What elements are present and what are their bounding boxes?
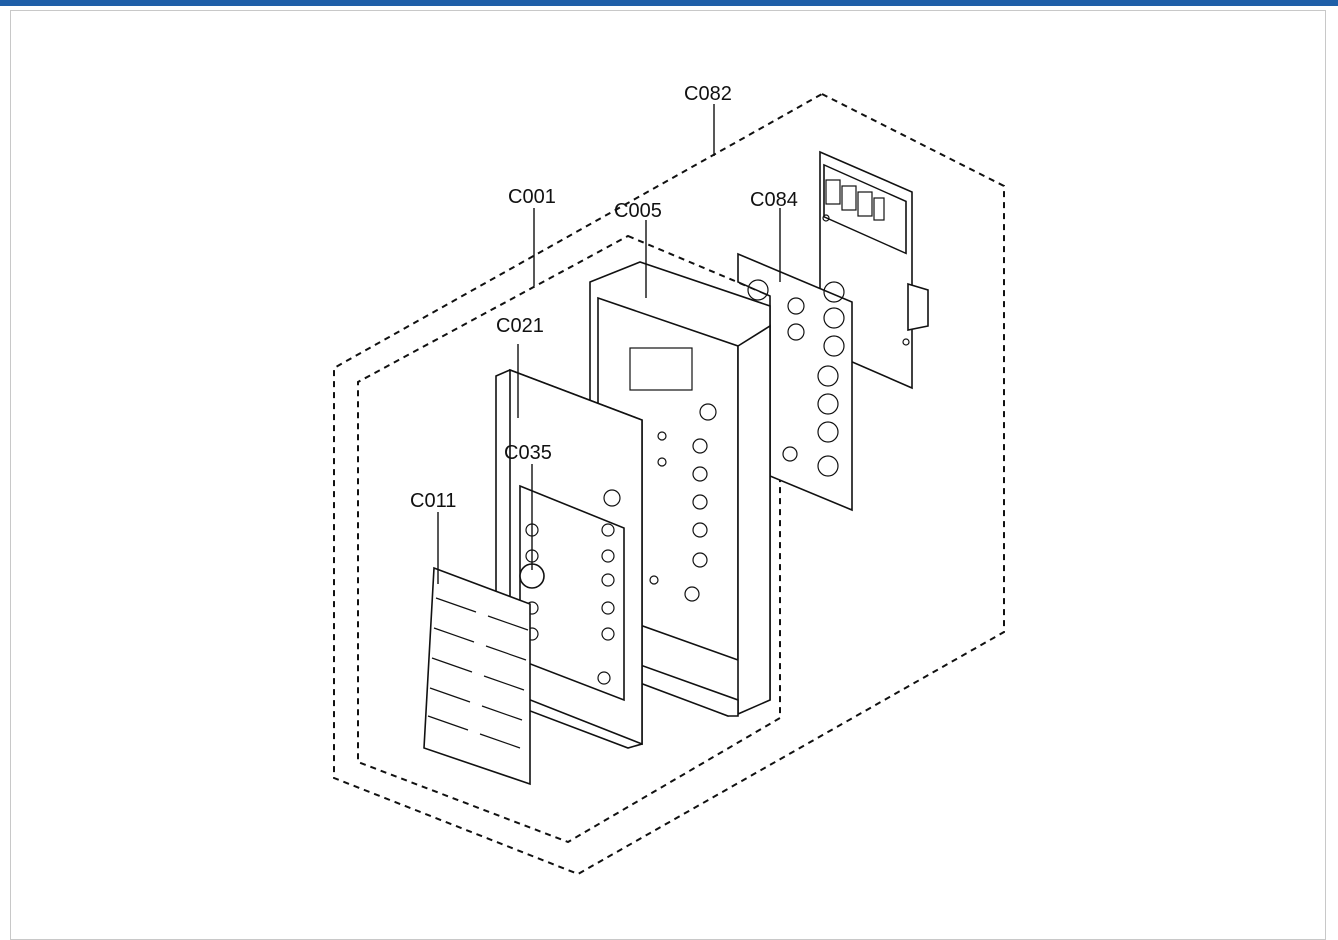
housing-button-holes (649, 431, 708, 602)
label-c005: C005 (614, 200, 662, 222)
button-keycap-sheet (423, 566, 531, 786)
button-contact-board (737, 252, 853, 512)
outline-c001 (357, 234, 781, 844)
seven-segment-display-icon (825, 179, 885, 221)
label-c001: C001 (508, 186, 556, 208)
label-c035: C035 (504, 442, 552, 464)
top-accent-bar (0, 0, 1338, 6)
label-c011: C011 (410, 490, 456, 512)
label-c021: C021 (496, 315, 544, 337)
label-c084: C084 (750, 189, 798, 211)
label-c082: C082 (684, 83, 732, 105)
keycap-rows (427, 597, 529, 749)
outline-c082 (333, 92, 1005, 876)
contact-pads (747, 279, 845, 477)
